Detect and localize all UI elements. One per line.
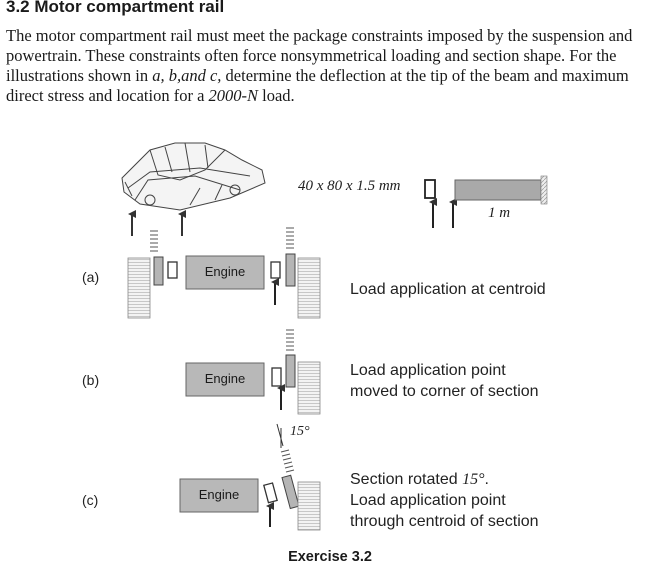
case-a-diagram bbox=[127, 227, 321, 319]
case-c-description-1: Section rotated 15°. bbox=[350, 471, 489, 488]
exercise-paragraph: The motor compartment rail must meet the… bbox=[6, 26, 646, 106]
engine-label-a: Engine bbox=[204, 264, 246, 279]
case-b-description-1: Load application point bbox=[350, 362, 506, 379]
figure-caption: Exercise 3.2 bbox=[288, 549, 372, 565]
para-text-load: 2000-N bbox=[208, 86, 259, 105]
section-dimensions: 40 x 80 x 1.5 mm bbox=[298, 178, 401, 194]
case-c-description-2: Load application point bbox=[350, 492, 506, 509]
case-b-diagram bbox=[185, 329, 321, 415]
case-c-label: (c) bbox=[82, 492, 99, 508]
para-text-2: determine the deflection at the tip of t… bbox=[6, 66, 629, 105]
engine-label-b: Engine bbox=[204, 371, 246, 386]
case-b-label: (b) bbox=[82, 372, 100, 388]
rail-section-box bbox=[424, 179, 436, 199]
case-a-description: Load application at centroid bbox=[350, 281, 546, 298]
para-text-1: The motor compartment rail must meet the… bbox=[6, 26, 633, 85]
case-c-diagram bbox=[179, 423, 321, 531]
para-text-3: load. bbox=[258, 86, 295, 105]
case-c-description-3: through centroid of section bbox=[350, 513, 539, 530]
car-body-illustration bbox=[121, 142, 266, 211]
para-text-abc: a, b,and c, bbox=[152, 66, 222, 85]
case-b-description-2: moved to corner of section bbox=[350, 383, 539, 400]
section-heading: 3.2 Motor compartment rail bbox=[6, 0, 225, 16]
engine-label-c: Engine bbox=[198, 487, 240, 502]
beam-wall-support bbox=[540, 175, 548, 205]
case-a-label: (a) bbox=[82, 269, 100, 285]
cantilever-beam bbox=[454, 179, 542, 201]
beam-length: 1 m bbox=[488, 205, 511, 221]
rotation-angle: 15° bbox=[290, 424, 310, 439]
